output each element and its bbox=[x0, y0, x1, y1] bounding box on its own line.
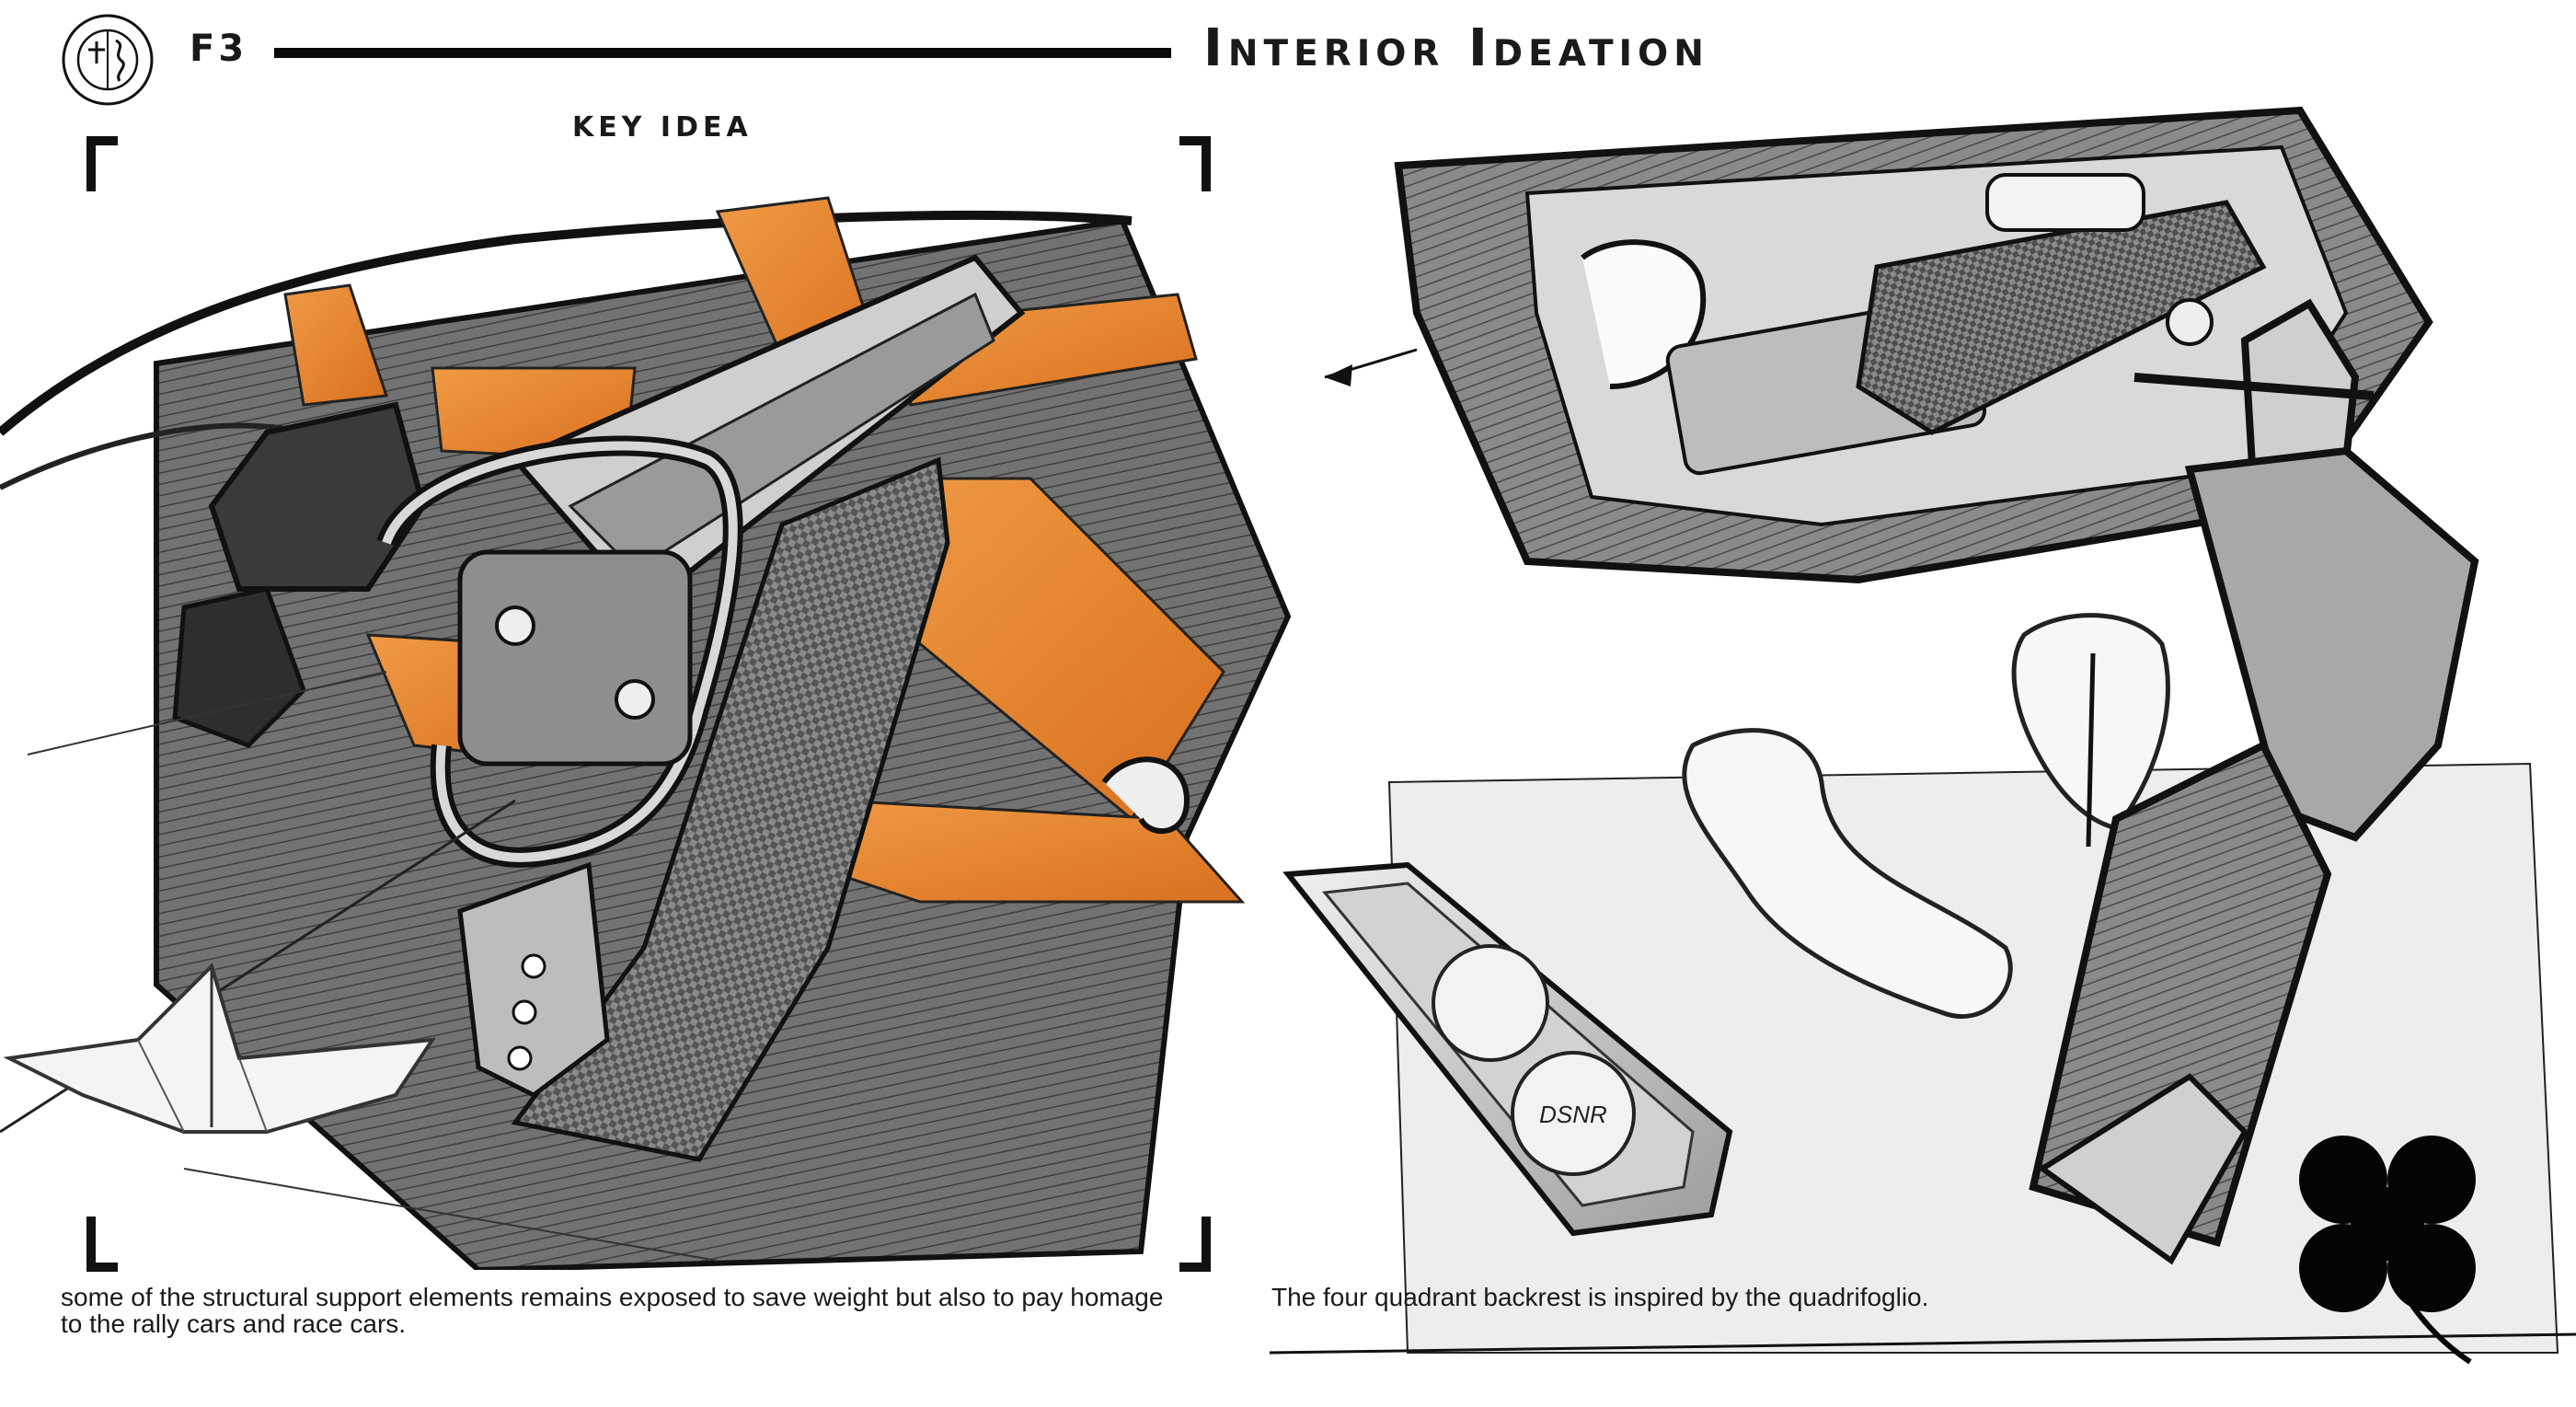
frame-corner-bottom-left bbox=[86, 1217, 118, 1272]
header-rule bbox=[274, 48, 1171, 58]
page-title: Interior Ideation bbox=[1203, 18, 1709, 78]
frame-corner-top-left bbox=[86, 136, 118, 191]
key-idea-caption: some of the structural support elements … bbox=[61, 1283, 1164, 1338]
stealth-jet-inset-sketch bbox=[3, 963, 436, 1134]
key-idea-cockpit-sketch bbox=[0, 196, 1292, 1270]
alfa-romeo-logo bbox=[61, 13, 155, 107]
seat-and-console-sketches: DSNR bbox=[1270, 106, 2576, 1365]
center-console-sketch: DSNR bbox=[1282, 861, 1733, 1237]
top-view-chassis-sketch bbox=[1324, 106, 2433, 584]
frame-corner-top-right bbox=[1179, 136, 1211, 191]
console-badge: DSNR bbox=[1539, 1101, 1607, 1128]
frame-corner-bottom-right bbox=[1179, 1217, 1211, 1272]
main-seat-sketch bbox=[2029, 298, 2479, 1265]
key-idea-label: KEY IDEA bbox=[572, 111, 753, 144]
project-code: F3 bbox=[190, 28, 248, 70]
seat-side-sketch bbox=[1682, 728, 2013, 1020]
seat-caption: The four quadrant backrest is inspired b… bbox=[1271, 1283, 1929, 1311]
quadrifoglio-icon bbox=[2299, 1136, 2476, 1365]
